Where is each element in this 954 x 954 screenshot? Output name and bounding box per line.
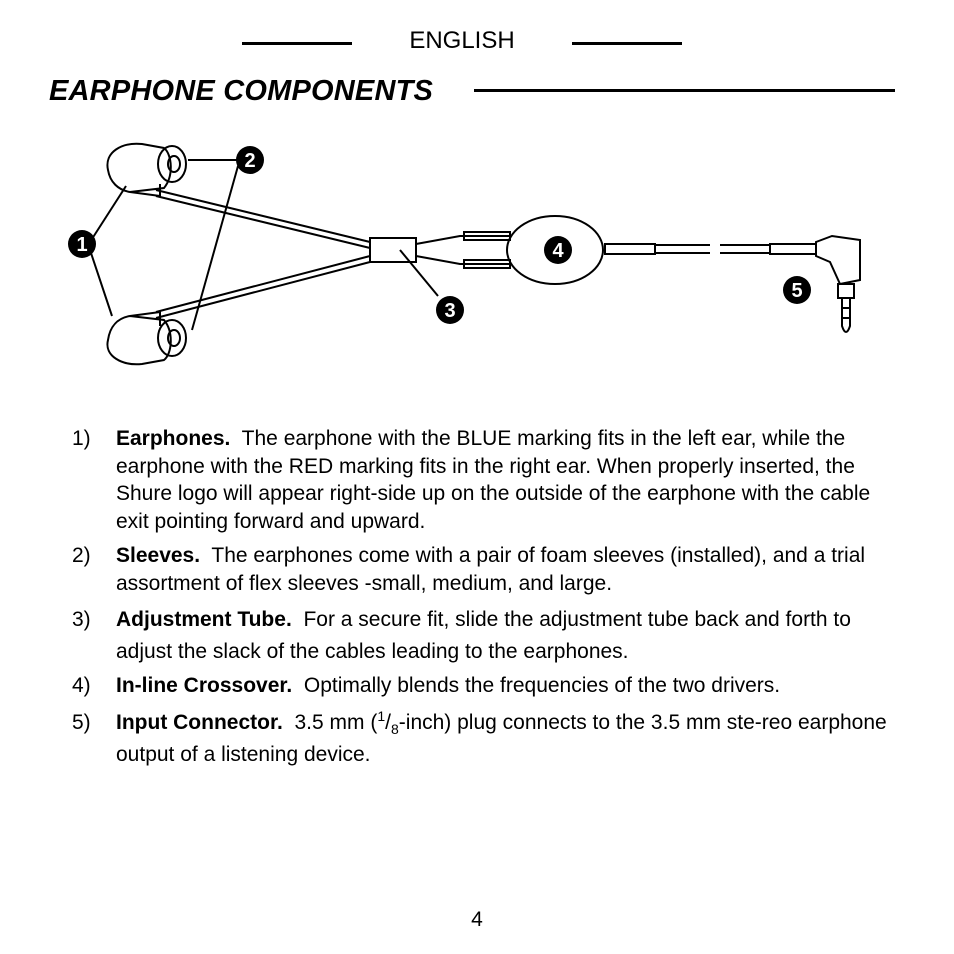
fraction-slash: / — [385, 710, 391, 734]
item-number: 4) — [72, 674, 91, 697]
svg-text:5: 5 — [791, 280, 802, 302]
svg-text:3: 3 — [444, 300, 455, 322]
item-body-post: -inch) plug connects to the 3.5 mm ste-r… — [116, 710, 887, 766]
item-number: 1) — [72, 427, 91, 450]
list-item: 3) Adjustment Tube. For a secure fit, sl… — [72, 604, 902, 668]
fraction-denominator: 8 — [390, 720, 399, 737]
item-heading: Sleeves. — [116, 544, 201, 567]
item-body: For a secure fit, slide the adjustment t… — [116, 608, 851, 663]
right-earphone-sleeve — [157, 319, 187, 357]
left-earphone-sleeve — [157, 145, 187, 183]
list-item: 4) In-line Crossover. Optimally blends t… — [72, 672, 902, 700]
callout-3: 3 — [436, 296, 464, 324]
title-rule — [474, 89, 895, 92]
callout-5: 5 — [783, 276, 811, 304]
inline-crossover — [506, 215, 604, 285]
callout-2: 2 — [236, 146, 264, 174]
fraction-numerator: 1 — [377, 707, 386, 724]
earphone-diagram: 1 2 3 4 5 — [68, 142, 861, 366]
language-header: ENGLISH — [0, 26, 954, 56]
header-rule-left — [242, 42, 352, 45]
component-list: 1) Earphones. The earphone with the BLUE… — [72, 425, 902, 775]
svg-text:4: 4 — [552, 240, 564, 262]
item-number: 5) — [72, 710, 91, 734]
item-heading: Input Connector. — [116, 710, 283, 734]
left-earphone-shell — [106, 142, 172, 194]
page-number: 4 — [471, 908, 483, 931]
language-label: ENGLISH — [409, 27, 515, 54]
adjustment-tube — [369, 237, 417, 263]
svg-text:2: 2 — [244, 150, 255, 172]
list-item: 1) Earphones. The earphone with the BLUE… — [72, 425, 902, 535]
item-body: Optimally blends the frequencies of the … — [303, 674, 781, 697]
item-number: 2) — [72, 544, 91, 567]
section-title: EARPHONE COMPONENTS — [49, 75, 434, 107]
right-earphone-shell — [106, 314, 172, 366]
item-body: The earphone with the BLUE marking fits … — [116, 427, 871, 533]
item-heading: Earphones. — [116, 427, 231, 450]
list-item: 2) Sleeves. The earphones come with a pa… — [72, 542, 902, 597]
item-body-pre: 3.5 mm ( — [294, 710, 378, 734]
callout-4: 4 — [544, 236, 572, 264]
input-connector — [815, 234, 861, 286]
list-item: 5) Input Connector. 3.5 mm (1/8-inch) pl… — [72, 707, 902, 771]
callout-1: 1 — [68, 230, 96, 258]
item-number: 3) — [72, 608, 91, 631]
header-rule-right — [572, 42, 682, 45]
svg-text:1: 1 — [76, 234, 87, 256]
item-heading: Adjustment Tube. — [116, 608, 292, 631]
item-body: The earphones come with a pair of foam s… — [116, 544, 866, 595]
item-heading: In-line Crossover. — [116, 674, 293, 697]
